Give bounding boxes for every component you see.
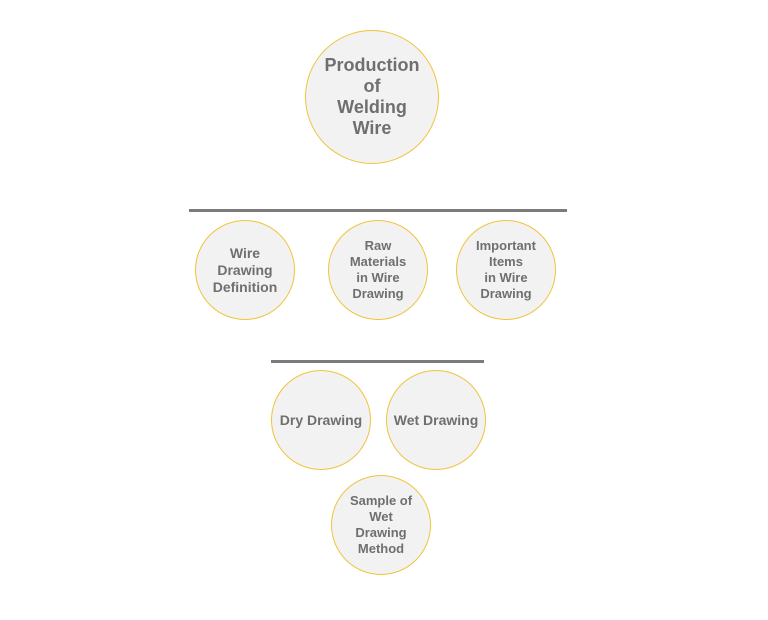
node-label: Raw Materials in Wire Drawing xyxy=(349,238,407,301)
node-wire-drawing-definition: Wire Drawing Definition xyxy=(195,220,295,320)
node-label: Wet Drawing xyxy=(393,411,479,428)
node-label: Wire Drawing Definition xyxy=(212,244,278,295)
node-sample-wet-drawing-method: Sample of Wet Drawing Method xyxy=(331,475,431,575)
node-raw-materials: Raw Materials in Wire Drawing xyxy=(328,220,428,320)
divider-top xyxy=(189,209,567,212)
root-node-production-of-welding-wire: Production of Welding Wire xyxy=(305,30,439,164)
node-label: Important Items in Wire Drawing xyxy=(476,238,536,301)
node-label: Dry Drawing xyxy=(279,411,363,428)
node-wet-drawing: Wet Drawing xyxy=(386,370,486,470)
divider-bottom xyxy=(271,360,484,363)
root-node-label: Production of Welding Wire xyxy=(324,55,420,138)
node-dry-drawing: Dry Drawing xyxy=(271,370,371,470)
node-important-items: Important Items in Wire Drawing xyxy=(456,220,556,320)
node-label: Sample of Wet Drawing Method xyxy=(349,493,413,556)
